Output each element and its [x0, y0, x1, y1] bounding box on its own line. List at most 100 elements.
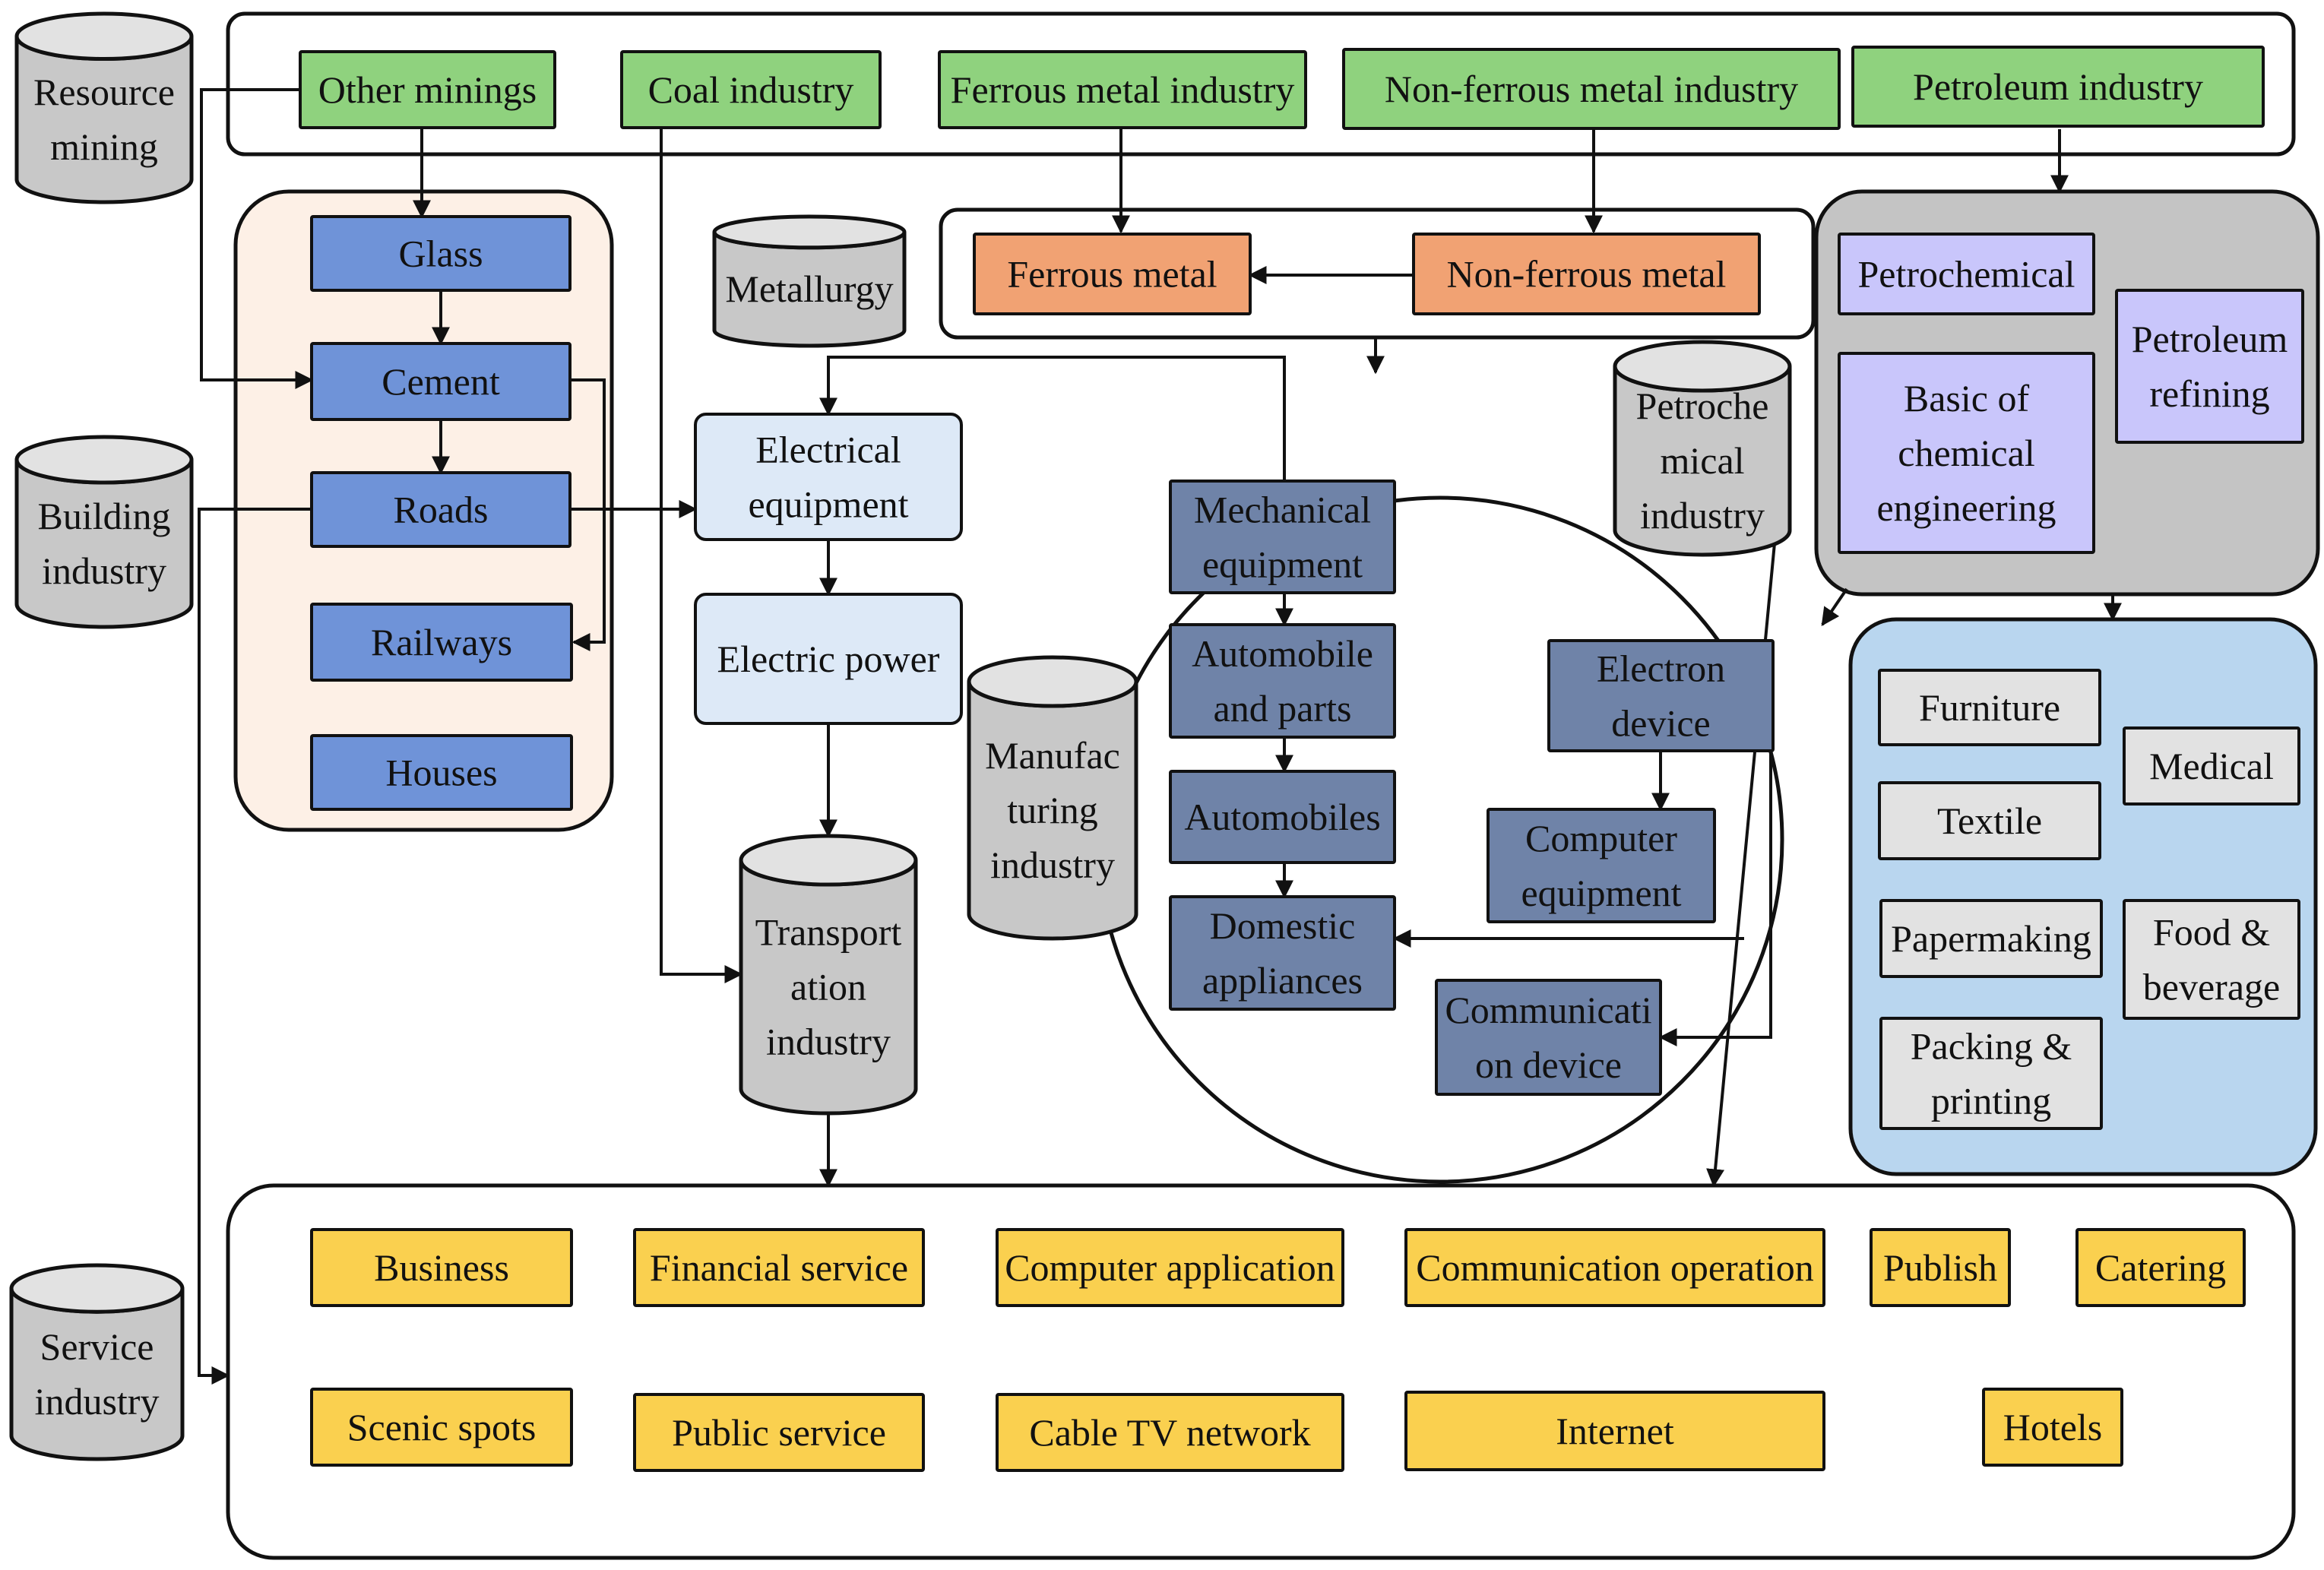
houses-box: Houses: [310, 734, 573, 811]
communication-operation-rect: [1404, 1228, 1825, 1307]
building-industry-cylinder: Building industry: [14, 435, 194, 629]
service-industry-cylinder-top: [9, 1263, 185, 1314]
transportation-industry-label: ation: [790, 966, 866, 1008]
cement-rect: [310, 342, 572, 421]
packing-and-printing-box: Packing & printing: [1879, 1017, 2103, 1130]
computer-application-rect: [996, 1228, 1344, 1307]
communication-device-box: Communication device: [1435, 979, 1662, 1096]
resource-mining-cylinder-body: [14, 36, 194, 204]
glass-label: Glass: [398, 233, 483, 275]
roads-box: Roads: [310, 471, 572, 548]
automobile-and-parts-rect: [1169, 623, 1396, 739]
electron-device-rect: [1547, 639, 1775, 752]
service-industry-label: industry: [35, 1380, 160, 1423]
petrochemical-label: Petrochemical: [1858, 253, 2075, 296]
mechanical-equipment-label: equipment: [1202, 543, 1363, 586]
ferrous-metal-industry-rect: [938, 50, 1307, 129]
food-and-beverage-label: beverage: [2143, 966, 2280, 1008]
cement-label: Cement: [382, 360, 500, 403]
automobiles-rect: [1169, 770, 1396, 864]
building-industry-cylinder-body: [14, 459, 194, 629]
communication-operation-box: Communication operation: [1404, 1228, 1825, 1307]
domestic-appliances-rect: [1169, 895, 1396, 1011]
railways-box: Railways: [310, 603, 573, 682]
railways-label: Railways: [371, 621, 512, 663]
transportation-industry-cylinder-top: [739, 834, 918, 887]
basic-of-chemical-engineering-rect: [1838, 352, 2095, 554]
glass-rect: [310, 215, 572, 292]
catering-rect: [2075, 1228, 2246, 1307]
business-rect: [310, 1228, 573, 1307]
metallurgy-label: Metallurgy: [725, 267, 893, 310]
medical-label: Medical: [2149, 745, 2274, 787]
papermaking-box: Papermaking: [1879, 899, 2103, 978]
communication-device-rect: [1435, 979, 1662, 1096]
ferrous-metal-industry-label: Ferrous metal industry: [951, 68, 1295, 111]
roads-label: Roads: [394, 489, 489, 531]
petrochemical-industry-label: mical: [1660, 439, 1744, 482]
packing-and-printing-rect: [1879, 1017, 2103, 1130]
automobile-and-parts-label: Automobile: [1192, 632, 1373, 675]
ferrous-metal-industry-box: Ferrous metal industry: [938, 50, 1307, 129]
computer-equipment-rect: [1487, 808, 1716, 923]
non-ferrous-metal-label: Non-ferrous metal: [1447, 253, 1727, 296]
non-ferrous-metal-industry-rect: [1342, 48, 1841, 130]
transportation-industry-label: Transport: [755, 911, 902, 954]
financial-service-label: Financial service: [650, 1246, 908, 1289]
business-label: Business: [374, 1246, 509, 1289]
computer-equipment-label: equipment: [1521, 872, 1681, 914]
petroleum-refining-label: Petroleum: [2132, 318, 2288, 360]
other-minings-label: Other minings: [318, 68, 537, 111]
food-and-beverage-label: Food &: [2153, 911, 2270, 954]
roads-rect: [310, 471, 572, 548]
petroleum-industry-label: Petroleum industry: [1913, 65, 2203, 108]
manufacturing-industry-label: Manufac: [985, 734, 1120, 777]
petrochemical-industry-label: industry: [1640, 494, 1765, 537]
textile-label: Textile: [1937, 799, 2042, 842]
public-service-label: Public service: [672, 1411, 886, 1454]
internet-label: Internet: [1556, 1410, 1674, 1452]
coal-industry-box: Coal industry: [620, 50, 882, 129]
electric-power-rect: [694, 593, 963, 725]
financial-service-rect: [633, 1228, 925, 1307]
electron-device-label: device: [1611, 702, 1710, 745]
food-and-beverage-rect: [2123, 899, 2300, 1020]
petroleum-refining-label: refining: [2149, 372, 2269, 415]
cable-tv-network-label: Cable TV network: [1029, 1411, 1310, 1454]
petroleum-industry-box: Petroleum industry: [1851, 46, 2265, 128]
building-industry-label: Building: [37, 495, 170, 537]
medical-box: Medical: [2123, 726, 2300, 806]
railways-rect: [310, 603, 573, 682]
automobiles-label: Automobiles: [1184, 796, 1380, 838]
furniture-box: Furniture: [1878, 669, 2101, 746]
communication-operation-label: Communication operation: [1416, 1246, 1814, 1289]
electrical-equipment-label: equipment: [748, 483, 908, 526]
non-ferrous-metal-rect: [1412, 233, 1761, 315]
resource-mining-label: mining: [50, 125, 158, 168]
public-service-rect: [633, 1393, 925, 1472]
petroleum-refining-box: Petroleum refining: [2115, 289, 2304, 444]
cement-box: Cement: [310, 342, 572, 421]
packing-and-printing-label: Packing &: [1911, 1025, 2072, 1068]
manufacturing-industry-label: turing: [1007, 789, 1097, 831]
papermaking-label: Papermaking: [1891, 917, 2091, 960]
textile-rect: [1878, 781, 2101, 860]
catering-label: Catering: [2095, 1246, 2226, 1289]
financial-service-box: Financial service: [633, 1228, 925, 1307]
domestic-appliances-label: appliances: [1202, 959, 1363, 1002]
packing-and-printing-label: printing: [1931, 1080, 2051, 1122]
internet-rect: [1404, 1391, 1825, 1471]
building-industry-label: industry: [42, 549, 166, 592]
scenic-spots-rect: [310, 1388, 573, 1467]
basic-of-chemical-engineering-label: engineering: [1876, 486, 2056, 529]
hotels-box: Hotels: [1982, 1388, 2123, 1467]
